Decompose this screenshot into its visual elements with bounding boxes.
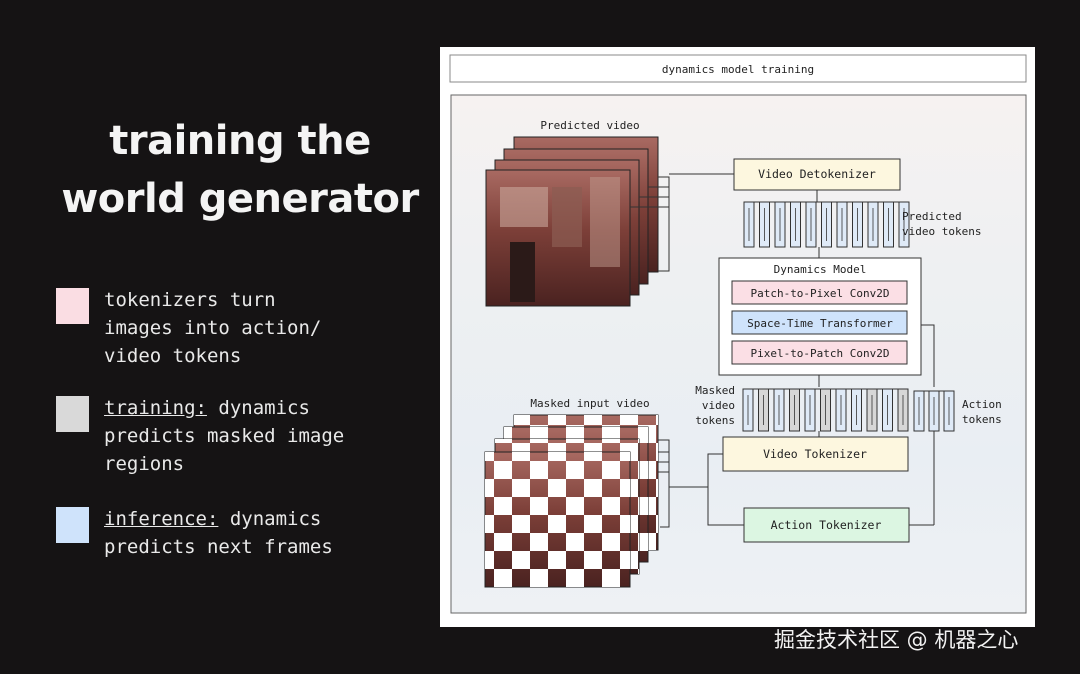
frame-detail	[500, 187, 548, 227]
predicted-tokens-label-1: Predicted	[902, 210, 962, 223]
video-detokenizer-label: Video Detokenizer	[758, 167, 876, 181]
legend-swatch-blue	[56, 507, 89, 543]
masked-tokens-label-1: Masked	[695, 384, 735, 397]
header-text: dynamics model training	[662, 63, 814, 76]
video-tokenizer-label: Video Tokenizer	[763, 447, 867, 461]
mask-pattern	[485, 452, 630, 587]
predicted-tokens-label-2: video tokens	[902, 225, 981, 238]
legend-swatch-gray	[56, 396, 89, 432]
space-time-transformer-label: Space-Time Transformer	[747, 317, 893, 330]
action-tokenizer-label: Action Tokenizer	[771, 518, 882, 532]
legend-line-rest: dynamics	[206, 397, 310, 419]
legend-text-tokenizers: tokenizers turn images into action/ vide…	[104, 286, 404, 370]
legend-text-inference: inference: dynamics predicts next frames	[104, 505, 404, 561]
patch-to-pixel-label: Patch-to-Pixel Conv2D	[750, 287, 889, 300]
action-to-dynamics-connector	[921, 324, 935, 387]
pixel-to-patch-box	[731, 340, 908, 365]
dynamics-model-title: Dynamics Model	[774, 263, 867, 276]
dynamics-diagram: dynamics model training Predicted video …	[449, 54, 1027, 614]
masked-tokens-label-3: tokens	[695, 414, 735, 427]
masked-tokens-label-2: video	[702, 399, 735, 412]
legend-line-rest: dynamics	[218, 508, 322, 530]
slide-title: training the world generator	[50, 112, 430, 228]
watermark: 掘金技术社区 @ 机器之心	[774, 628, 1019, 652]
frame-detail	[590, 177, 620, 267]
video-tokenizer-box	[722, 436, 909, 472]
frame-detail	[510, 242, 535, 302]
predicted-video-stack	[485, 136, 659, 307]
slide-title-line-1: training the	[109, 118, 371, 164]
slide-title-line-2: world generator	[61, 176, 419, 222]
action-tokens-label-1: Action	[962, 398, 1002, 411]
space-time-transformer-box	[731, 310, 908, 335]
predicted-video-label: Predicted video	[540, 119, 639, 132]
diagram-panel: dynamics model training Predicted video …	[440, 47, 1035, 627]
legend-line: training: dynamics	[104, 394, 404, 422]
predicted-token-row	[743, 201, 910, 248]
legend-line: tokenizers turn	[104, 289, 276, 311]
masked-input-video-label: Masked input video	[530, 397, 649, 410]
legend-line: predicts masked image	[104, 425, 345, 447]
masked-input-stack	[484, 414, 659, 588]
legend-line: predicts next frames	[104, 536, 333, 558]
legend-line: images into action/	[104, 317, 322, 339]
video-detokenizer-box	[733, 158, 901, 191]
legend-swatch-pink	[56, 288, 89, 324]
legend-line: regions	[104, 453, 185, 475]
legend-line: inference: dynamics	[104, 505, 404, 533]
header-box	[449, 54, 1027, 83]
legend-line: video tokens	[104, 345, 242, 367]
masked-token-row	[742, 388, 909, 432]
patch-to-pixel-box	[731, 280, 908, 305]
pixel-to-patch-label: Pixel-to-Patch Conv2D	[750, 347, 889, 360]
legend-lead-training: training:	[104, 397, 207, 419]
action-tokens-label-2: tokens	[962, 413, 1002, 426]
legend-lead-inference: inference:	[104, 508, 219, 530]
legend-text-training: training: dynamics predicts masked image…	[104, 394, 404, 478]
action-token-row	[913, 390, 955, 432]
frame-detail	[552, 187, 582, 247]
predicted-connectors	[630, 173, 734, 272]
